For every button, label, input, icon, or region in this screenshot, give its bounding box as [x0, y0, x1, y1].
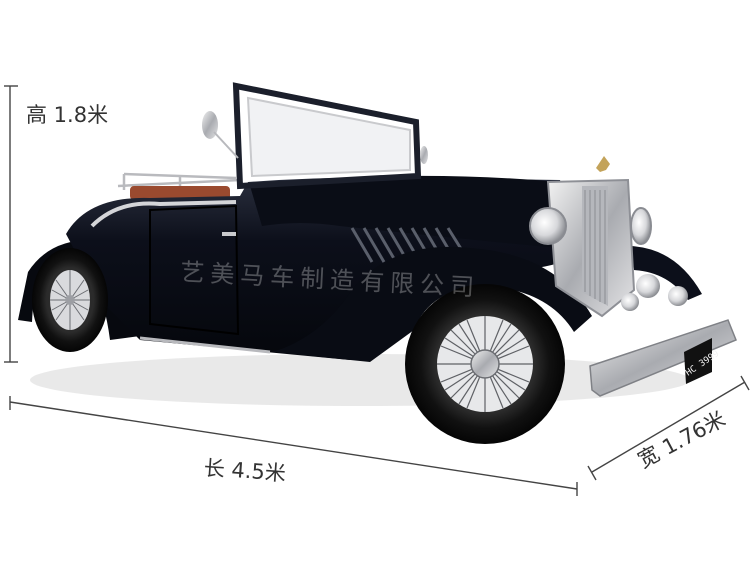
hood-ornament [596, 156, 610, 172]
front-fender-right [630, 246, 702, 300]
door-outline [149, 204, 240, 336]
front-fender [272, 246, 592, 362]
fog-lights [621, 274, 688, 311]
hood [250, 175, 560, 248]
windshield [232, 82, 422, 190]
front-wheel [405, 284, 565, 444]
height-dimension-line [4, 85, 18, 363]
length-label: 长 4.5米 [203, 455, 287, 486]
headlight-left [529, 207, 567, 245]
width-dimension-line [587, 375, 750, 481]
rear-wheel [32, 248, 108, 352]
side-mirror-right [420, 146, 428, 164]
headlight-right [630, 207, 652, 245]
length-dimension-line [9, 396, 578, 496]
front-bumper [589, 319, 737, 397]
running-board-trim [139, 336, 271, 354]
side-mirror-left [202, 111, 239, 159]
height-label: 高 1.8米 [26, 103, 109, 127]
luggage-rack [117, 172, 241, 190]
door-handle [222, 232, 236, 236]
radiator-grille [546, 178, 636, 318]
chrome-side-stripe [90, 200, 237, 228]
seat-leather [130, 186, 230, 200]
